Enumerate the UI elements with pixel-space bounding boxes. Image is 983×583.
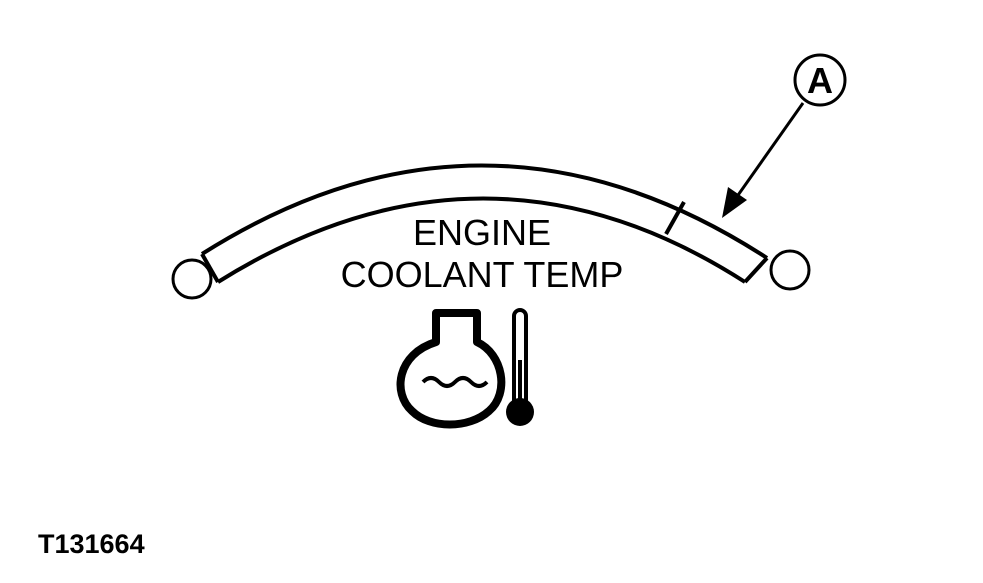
callout-letter: A — [807, 60, 833, 101]
gauge-label-line2: COOLANT TEMP — [341, 254, 624, 295]
gauge-arc — [200, 163, 769, 284]
callout-circle — [793, 53, 847, 107]
callout-arrow-shaft — [734, 102, 805, 199]
figure-id: T131664 — [38, 529, 145, 559]
left-mount-hole — [171, 258, 213, 300]
gauge-label-line1: ENGINE — [413, 212, 551, 253]
callout-a: A — [722, 53, 847, 218]
engine-coolant-icon — [396, 309, 506, 429]
callout-arrowhead — [722, 187, 747, 218]
right-mount-hole — [769, 249, 811, 291]
thermometer-icon — [506, 308, 534, 426]
gauge-tick-mark — [664, 201, 686, 235]
